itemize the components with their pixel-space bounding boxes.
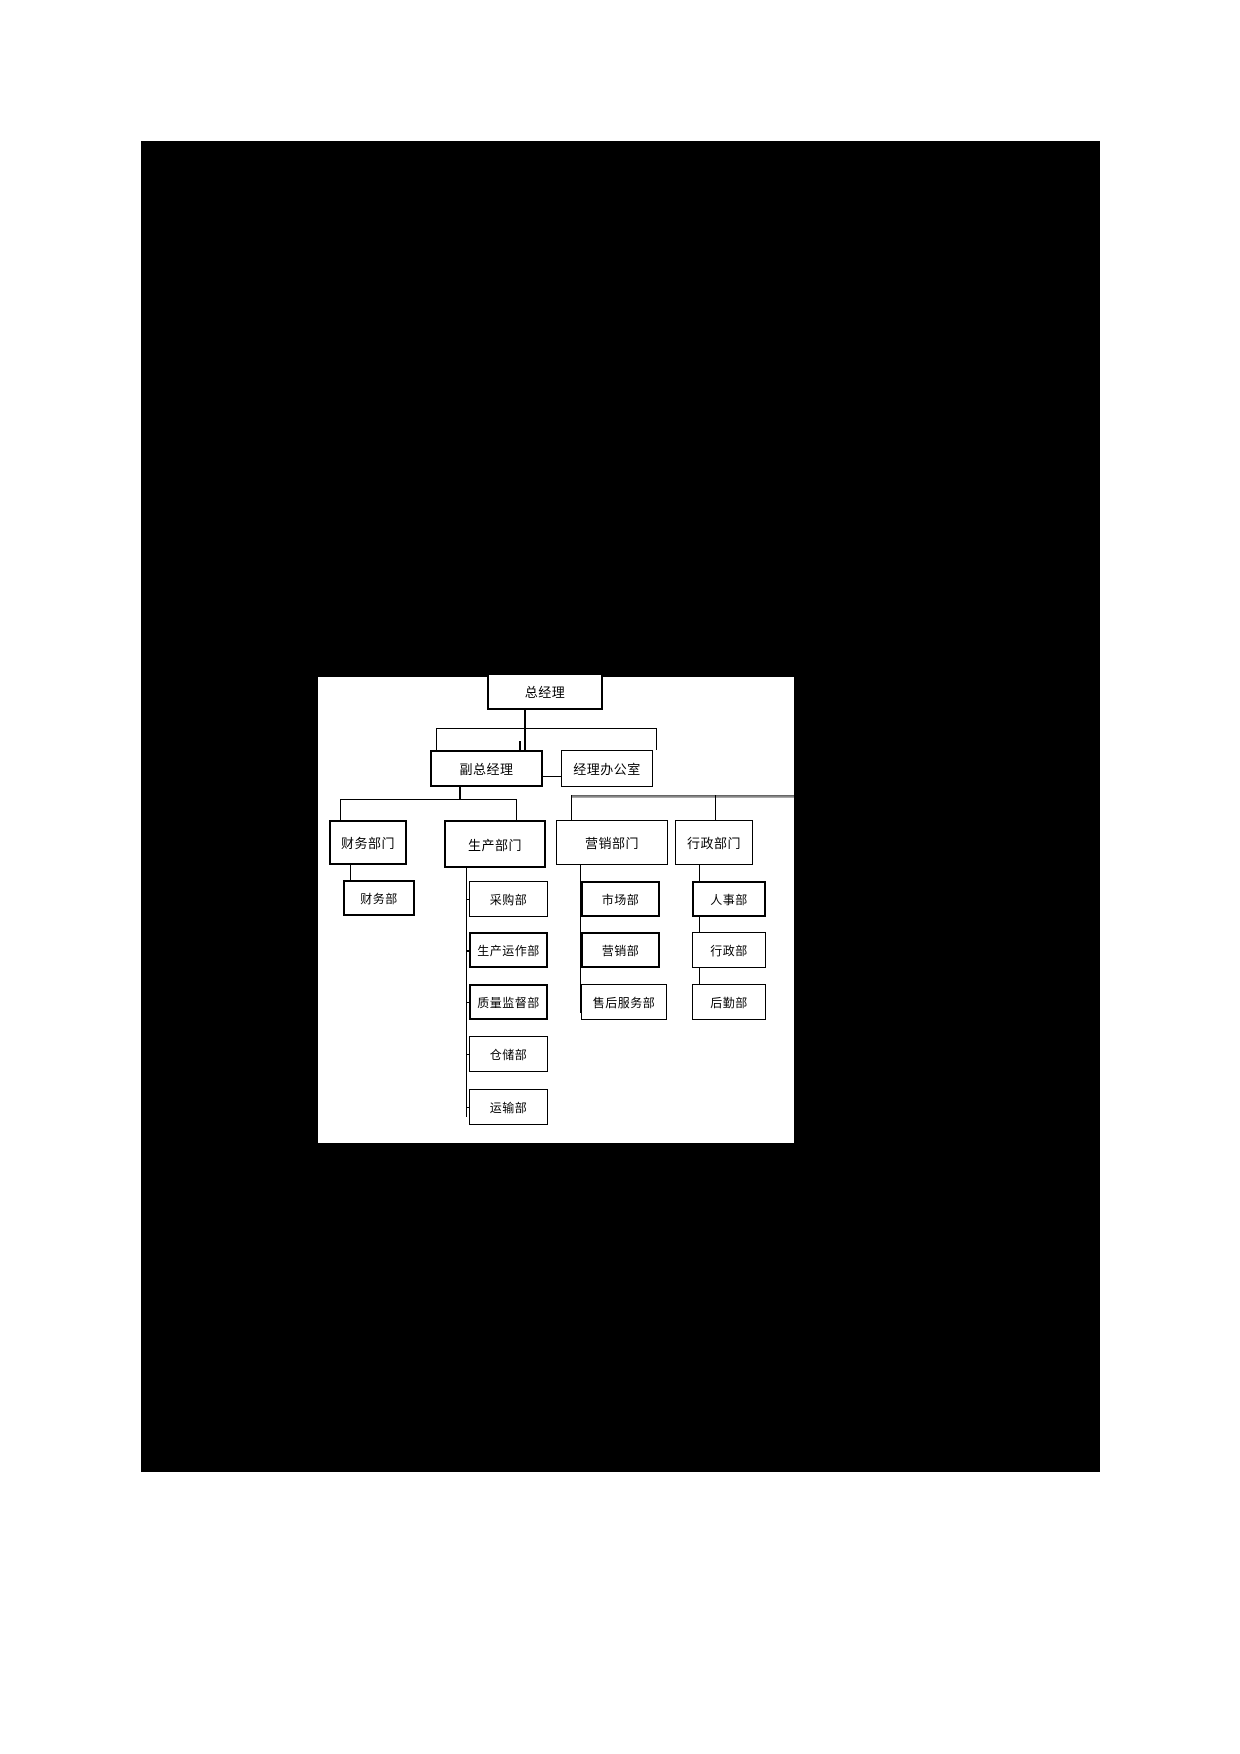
node-label: 运输部 [489, 1100, 528, 1115]
connector-dept-bus-right [571, 795, 794, 798]
connector-dept-drop-admin [715, 795, 716, 821]
node-department-finance[interactable]: 财务部门 [329, 820, 407, 865]
node-label: 仓储部 [489, 1047, 528, 1062]
node-unit-production-2[interactable]: 质量监督部 [469, 984, 548, 1020]
connector-finance-spine [350, 851, 351, 899]
node-label: 财务部 [360, 891, 398, 906]
connector-gm-bus [436, 728, 656, 729]
node-unit-admin-0[interactable]: 人事部 [692, 881, 766, 917]
node-label: 售后服务部 [592, 995, 656, 1010]
node-unit-finance-0[interactable]: 财务部 [343, 880, 415, 916]
node-label: 市场部 [601, 892, 640, 907]
node-unit-marketing-1[interactable]: 营销部 [581, 932, 660, 968]
connector-to-deputy [436, 728, 437, 750]
node-label: 经理办公室 [573, 763, 641, 778]
connector-to-office [656, 728, 657, 750]
node-label: 生产部门 [467, 838, 522, 854]
node-label: 质量监督部 [477, 995, 540, 1010]
node-deputy-general-manager[interactable]: 副总经理 [430, 750, 543, 787]
node-label: 采购部 [489, 892, 528, 907]
node-department-admin[interactable]: 行政部门 [675, 820, 753, 865]
node-label: 行政部 [710, 943, 748, 958]
node-label: 总经理 [524, 686, 566, 701]
connector-production-spine [466, 851, 467, 1117]
node-manager-office[interactable]: 经理办公室 [561, 750, 653, 787]
node-label: 生产运作部 [477, 943, 540, 958]
node-unit-admin-1[interactable]: 行政部 [692, 932, 766, 968]
node-department-production[interactable]: 生产部门 [444, 820, 546, 868]
connector-dept-drop-finance [340, 799, 341, 821]
node-label: 后勤部 [710, 995, 748, 1010]
node-department-marketing[interactable]: 营销部门 [556, 820, 668, 865]
node-label: 副总经理 [459, 763, 514, 778]
node-unit-marketing-2[interactable]: 售后服务部 [581, 984, 667, 1020]
node-unit-admin-2[interactable]: 后勤部 [692, 984, 766, 1020]
node-label: 财务部门 [340, 837, 395, 852]
node-label: 行政部门 [686, 837, 741, 852]
org-chart-canvas: 总经理 副总经理 经理办公室 财务部门 生产部门 营销部门 行政部门 财务部 采… [318, 673, 794, 1143]
node-general-manager[interactable]: 总经理 [487, 673, 603, 710]
connector-gm-down [524, 691, 526, 769]
node-label: 营销部门 [584, 837, 639, 852]
connector-dept-drop-marketing [571, 795, 572, 821]
node-unit-marketing-0[interactable]: 市场部 [581, 881, 660, 917]
node-unit-production-1[interactable]: 生产运作部 [469, 932, 548, 968]
connector-dept-drop-production [516, 799, 517, 821]
node-unit-production-0[interactable]: 采购部 [469, 881, 548, 917]
node-label: 营销部 [601, 943, 640, 958]
node-unit-production-3[interactable]: 仓储部 [469, 1036, 548, 1072]
connector-marketing-spine [580, 851, 581, 1013]
node-unit-production-4[interactable]: 运输部 [469, 1089, 548, 1125]
node-label: 人事部 [710, 892, 748, 907]
connector-deputy-down [459, 777, 461, 799]
connector-dept-bus-left [340, 799, 516, 800]
